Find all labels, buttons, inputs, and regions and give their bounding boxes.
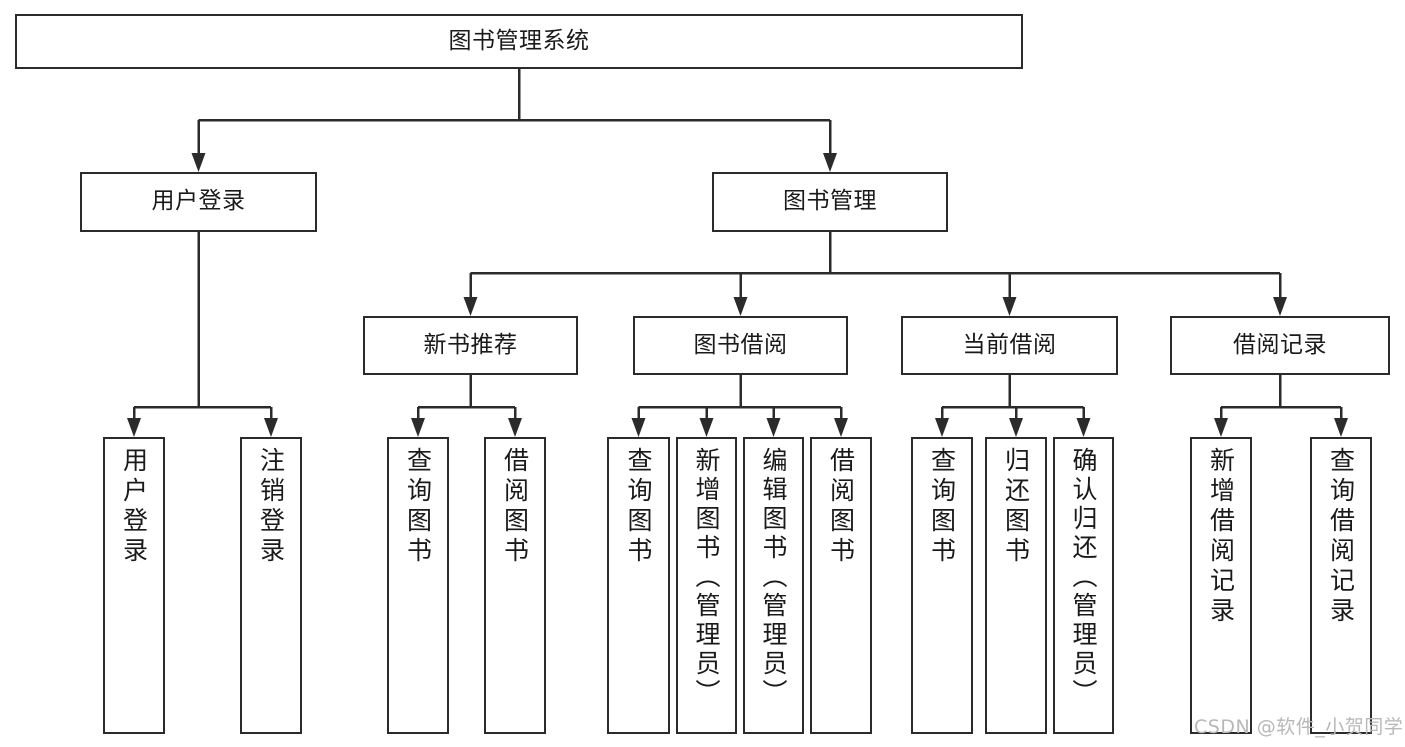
node-leaf-query-book-1[interactable]: 查询图书 [387,437,449,734]
node-label: 确认归还（管理员） [1069,447,1098,708]
node-label: 用户登录 [119,447,149,567]
node-label: 新增借阅记录 [1206,447,1236,627]
node-label: 查询图书 [403,447,433,567]
node-label: 新增图书（管理员） [692,447,721,708]
node-label: 图书管理 [783,188,877,215]
node-leaf-query-book-2[interactable]: 查询图书 [607,437,670,734]
node-root-system[interactable]: 图书管理系统 [15,14,1023,69]
node-leaf-logout[interactable]: 注销登录 [240,437,302,734]
node-leaf-user-login[interactable]: 用户登录 [103,437,165,734]
node-label: 借阅记录 [1233,331,1327,358]
node-leaf-edit-book[interactable]: 编辑图书（管理员） [743,437,804,734]
node-leaf-confirm-return[interactable]: 确认归还（管理员） [1053,437,1114,734]
node-label: 查询图书 [927,447,957,567]
node-leaf-borrow-book-1[interactable]: 借阅图书 [484,437,546,734]
node-leaf-return-book[interactable]: 归还图书 [985,437,1047,734]
node-label: 查询图书 [624,447,653,567]
node-leaf-add-book[interactable]: 新增图书（管理员） [676,437,737,734]
node-label: 用户登录 [151,188,246,215]
node-current-borrow[interactable]: 当前借阅 [901,316,1118,375]
node-leaf-borrow-book-2[interactable]: 借阅图书 [810,437,872,734]
node-borrow-record[interactable]: 借阅记录 [1170,316,1390,375]
node-new-book-recommend[interactable]: 新书推荐 [363,316,578,375]
node-label: 借阅图书 [826,447,856,567]
node-label: 图书借阅 [693,331,788,358]
node-book-borrow[interactable]: 图书借阅 [633,316,848,375]
node-label: 编辑图书（管理员） [759,447,788,708]
node-leaf-add-record[interactable]: 新增借阅记录 [1190,437,1252,734]
node-book-manage[interactable]: 图书管理 [712,172,948,232]
node-user-login[interactable]: 用户登录 [80,172,317,232]
watermark-text: CSDN @软件_小贺同学 [1194,716,1404,738]
node-label: 图书管理系统 [448,27,590,54]
node-label: 查询借阅记录 [1326,447,1356,627]
node-leaf-query-book-3[interactable]: 查询图书 [911,437,973,734]
node-label: 新书推荐 [423,331,518,358]
node-leaf-query-record[interactable]: 查询借阅记录 [1310,437,1372,734]
node-label: 借阅图书 [500,447,530,567]
node-label: 归还图书 [1001,447,1031,567]
node-label: 当前借阅 [962,331,1057,358]
node-label: 注销登录 [256,447,286,567]
